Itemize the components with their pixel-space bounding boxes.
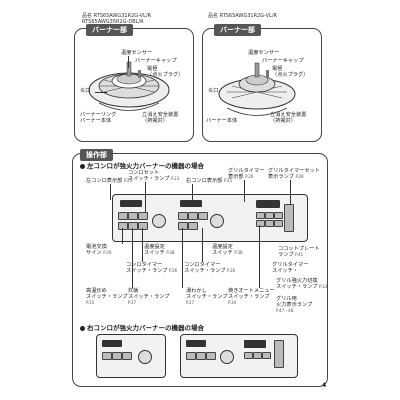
- leader: [290, 180, 291, 204]
- high-temp-button: [118, 222, 128, 230]
- burner-diagram-left: [88, 61, 170, 111]
- leader: [122, 228, 123, 244]
- left-display: [120, 200, 142, 207]
- label-grill-timer-switch: グリルタイマー スイッチ・: [272, 262, 309, 275]
- label-burner-cap-left: バーナーキャップ: [135, 58, 177, 64]
- button: [253, 352, 262, 359]
- temp-set-button: [128, 212, 138, 220]
- bullet-icon: [80, 325, 85, 331]
- button: [196, 352, 206, 360]
- conro-set2-button: [188, 212, 198, 220]
- battery-lamp: [118, 212, 128, 220]
- leader: [110, 184, 111, 200]
- button: [262, 352, 271, 359]
- bullet-icon: [80, 163, 85, 169]
- label-right-display: 右コンロ表示部 P.25: [186, 178, 233, 184]
- button: [122, 352, 132, 360]
- boil-button: [178, 222, 188, 230]
- leader: [142, 228, 143, 262]
- label-temp-set2: 温度設定 スイッチ P.38: [212, 244, 243, 257]
- display: [244, 340, 266, 348]
- label-rice: 炊飯 スイッチ・ランプ P.37: [128, 288, 170, 306]
- button: [186, 352, 196, 360]
- label-temp-set: 温度設定 スイッチ P.38: [144, 244, 175, 257]
- section-left-strong: 左コンロが強火力バーナーの機器の場合: [80, 160, 204, 170]
- grill-button: [265, 212, 274, 219]
- label-burner-cap-right: バーナーキャップ: [262, 58, 304, 64]
- grill-fire-button: [265, 220, 274, 227]
- leader: [182, 228, 183, 288]
- label-auto-menu: 焼きオートメニュー スイッチ・ランプ P.30: [228, 288, 275, 306]
- knob-icon: [220, 350, 234, 364]
- page-number: 4: [322, 382, 327, 389]
- button: [112, 352, 122, 360]
- leader: [192, 184, 193, 200]
- label-safety-right: 立消え安全装置 （熱電対）: [270, 112, 307, 125]
- conro-timer2-button: [198, 212, 208, 220]
- model-numbers-left: 品名 RTS65AWG31R2G-VL/R RTS65AWG35R2G-DBL/…: [82, 13, 152, 25]
- label-electrode-right: 電極 （点火プラグ）: [272, 66, 309, 79]
- button: [102, 352, 112, 360]
- burner-title-right: バーナー部: [214, 24, 261, 36]
- right-knob-icon: [210, 214, 224, 228]
- label-high-temp: 高温炒め スイッチ・ランプ P.35: [86, 288, 128, 306]
- burner-title-left: バーナー部: [86, 24, 133, 36]
- leader: [244, 180, 245, 202]
- label-cocotto: ココットプレート ランプ P.41: [278, 246, 320, 259]
- button: [244, 352, 253, 359]
- label-flame-port-right: 炎口: [208, 88, 219, 94]
- left-knob-icon: [152, 214, 166, 228]
- leader: [132, 228, 133, 288]
- conro-timer-button: [138, 222, 148, 230]
- controls-title: 操作部: [80, 149, 113, 161]
- label-grill-fire2: グリル用 火力表示ランプ P.47・48: [276, 296, 313, 314]
- label-battery: 電池交換 サイン P.29: [86, 244, 112, 257]
- knob-icon: [138, 350, 152, 364]
- label-grill-timer-set: グリルタイマーセット 表示ランプ P.28: [268, 168, 320, 181]
- label-grill-timer-display: グリルタイマー 表示部 P.26: [228, 168, 265, 181]
- conro-set-button: [138, 212, 148, 220]
- grill-button: [274, 220, 283, 227]
- button: [206, 352, 216, 360]
- label-temp-sensor-right: 温度センサー: [248, 50, 280, 56]
- grill-button: [274, 212, 283, 219]
- temp-set2-button: [178, 212, 188, 220]
- burner-diagram-right: [218, 62, 296, 116]
- label-temp-sensor-left: 温度センサー: [121, 50, 153, 56]
- label-left-display: 左コンロ表示部 P.25: [86, 178, 133, 184]
- label-conro-timer: コンロタイマー スイッチ・ランプ P.26: [126, 262, 178, 275]
- display: [186, 340, 206, 347]
- label-grill-fire: グリル強火力切換 スイッチ・ランプ P.33: [276, 278, 328, 291]
- auto-menu-button: [256, 220, 265, 227]
- label-burner-body-right: バーナー本体: [206, 118, 238, 124]
- grill-button: [256, 212, 265, 219]
- section-right-strong: 右コンロが強火力バーナーの機器の場合: [80, 322, 204, 332]
- leader: [259, 225, 260, 288]
- right-display: [180, 200, 202, 207]
- label-flame-port-left: 炎口: [80, 88, 91, 94]
- label-boil: 湯わかし スイッチ・ランプ P.27: [186, 288, 228, 306]
- label-burner-ring-left: バーナーリング バーナー本体: [80, 112, 117, 125]
- boil2-button: [188, 222, 198, 230]
- lamp-column: [274, 340, 284, 368]
- leader: [202, 228, 203, 262]
- label-conro-timer2: コンロタイマー スイッチ・ランプ P.26: [184, 262, 236, 275]
- label-safety-left: 立消え安全装置 （熱電対）: [142, 112, 179, 125]
- grill-timer-display: [256, 200, 280, 208]
- rice-button: [128, 222, 138, 230]
- leader: [145, 182, 146, 212]
- label-electrode-left: 電極 （点火プラグ）: [147, 66, 184, 79]
- leader: [95, 92, 107, 93]
- grill-lamp-column: [284, 204, 294, 232]
- label-conro-set: コンロセット スイッチ・ランプ P.23: [128, 170, 180, 183]
- leader: [128, 56, 129, 68]
- display: [102, 340, 122, 347]
- model-numbers-right: 品名 RTS65AWG31R2G-VL/R: [208, 13, 278, 19]
